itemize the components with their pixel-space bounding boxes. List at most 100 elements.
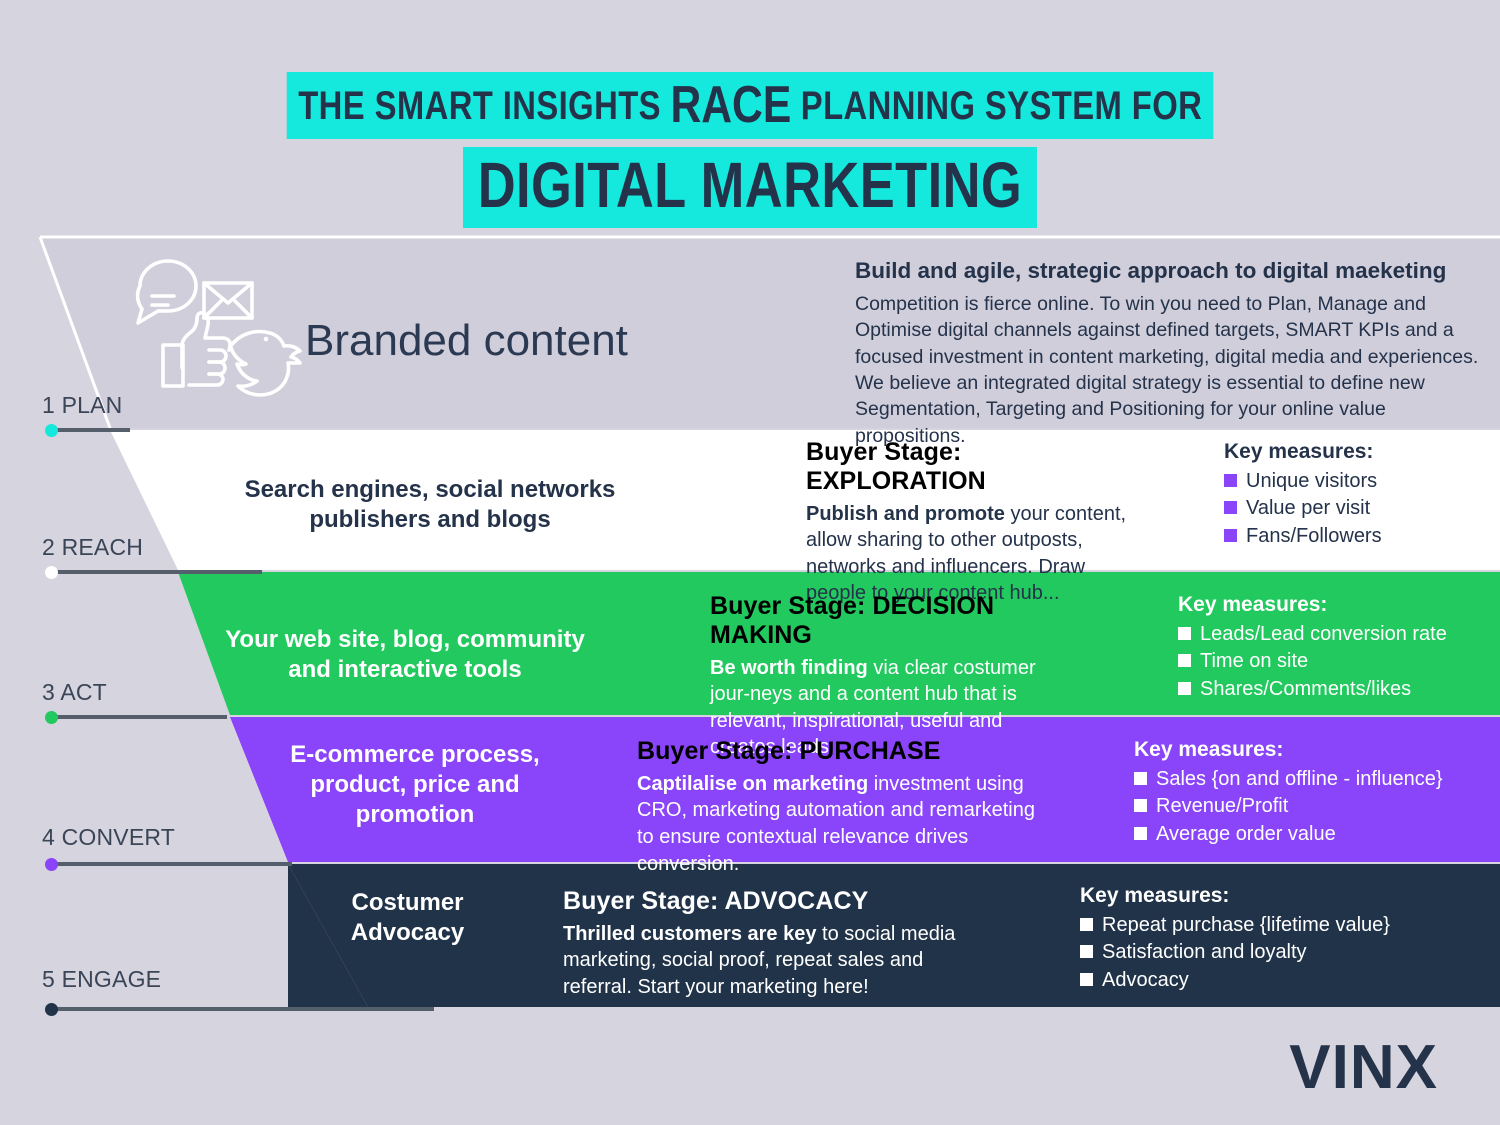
- reach-km-item-1: Value per visit: [1246, 497, 1371, 520]
- bullet-square-icon: [1178, 654, 1191, 668]
- act-km-item-2: Shares/Comments/likes: [1200, 677, 1412, 700]
- title-line-2: DIGITAL MARKETING: [463, 147, 1037, 228]
- reach-km-item-2: Fans/Followers: [1246, 524, 1382, 547]
- band-engage: [288, 864, 1500, 1007]
- list-item: Sales {on and offline - influence}: [1134, 766, 1443, 793]
- list-item: Value per visit: [1224, 495, 1382, 522]
- convert-left-head: E-commerce process, product, price and p…: [245, 740, 585, 831]
- bullet-square-icon: [1178, 627, 1191, 640]
- convert-km-item-2: Average order value: [1156, 822, 1336, 845]
- list-item: Time on site: [1178, 648, 1447, 675]
- axis-dot-plan: [45, 424, 58, 437]
- convert-body-rest: investment using CRO, marketing automati…: [637, 772, 1035, 875]
- act-km-item-0: Leads/Lead conversion rate: [1200, 623, 1447, 645]
- engage-stage-body: Thrilled customers are key to social med…: [563, 921, 983, 1001]
- convert-km-item-0: Sales {on and offline - influence}: [1156, 768, 1443, 790]
- convert-key-measures: Key measures: Sales {on and offline - in…: [1134, 738, 1443, 848]
- reach-km-list: Unique visitors Value per visit Fans/Fol…: [1224, 468, 1382, 550]
- axis-dot-engage: [45, 1003, 58, 1016]
- list-item: Average order value: [1134, 821, 1443, 848]
- bullet-square-icon: [1224, 501, 1237, 515]
- branded-content-icons: [135, 259, 302, 397]
- bullet-square-icon: [1178, 681, 1191, 695]
- title-line-1-pre: THE SMART INSIGHTS: [298, 84, 671, 128]
- reach-key-measures: Key measures: Unique visitors Value per …: [1224, 440, 1382, 550]
- axis-rule-engage: [52, 1007, 434, 1011]
- engage-body-rest: to social media marketing, social proof,…: [563, 922, 956, 998]
- branded-content-label: Branded content: [305, 316, 628, 365]
- act-left-head: Your web site, blog, community and inter…: [180, 625, 630, 685]
- list-item: Fans/Followers: [1224, 523, 1382, 550]
- bullet-square-icon: [1134, 799, 1147, 813]
- list-item: Satisfaction and loyalty: [1080, 939, 1390, 966]
- bullet-square-icon: [1080, 918, 1093, 931]
- list-item: Advocacy: [1080, 967, 1390, 994]
- list-item: Shares/Comments/likes: [1178, 676, 1447, 703]
- list-item: Leads/Lead conversion rate: [1178, 621, 1447, 648]
- act-body-bold: Be worth finding: [710, 656, 868, 679]
- band-convert: [230, 717, 1500, 862]
- axis-rule-reach: [52, 570, 262, 574]
- reach-stage-body: Publish and promote your content, allow …: [806, 501, 1136, 607]
- title-line-1: THE SMART INSIGHTS RACE PLANNING SYSTEM …: [286, 72, 1214, 139]
- band-act: [178, 572, 1500, 715]
- bullet-square-icon: [1224, 528, 1237, 542]
- band-reach: [110, 430, 1500, 570]
- title-line-1-post: PLANNING SYSTEM FOR: [791, 84, 1202, 128]
- axis-rule-plan: [52, 428, 130, 432]
- act-km-title: Key measures:: [1178, 593, 1328, 616]
- axis-label-reach: 2 REACH: [42, 534, 144, 560]
- reach-stage-block: Buyer Stage: EXPLORATION Publish and pro…: [806, 438, 1136, 607]
- axis-dot-reach: [45, 566, 58, 579]
- act-body-rest: via clear costumer jour-neys and a conte…: [710, 656, 1036, 759]
- engage-stage-block: Buyer Stage: ADVOCACY Thrilled customers…: [563, 887, 983, 1001]
- axis-rule-convert: [52, 862, 292, 866]
- title-race-word: RACE: [670, 76, 792, 134]
- bird-icon: [228, 329, 302, 397]
- reach-body-rest: your content, allow sharing to other out…: [806, 502, 1127, 605]
- convert-stage-body: Captilalise on marketing investment usin…: [637, 771, 1057, 877]
- engage-stage-title: Buyer Stage: ADVOCACY: [563, 887, 869, 915]
- reach-km-item-0: Unique visitors: [1246, 470, 1378, 492]
- bullet-square-icon: [1224, 474, 1237, 487]
- act-left-head-text: Your web site, blog, community and inter…: [225, 626, 585, 684]
- speech-bubble-icon: [135, 259, 198, 325]
- list-item: Revenue/Profit: [1134, 793, 1443, 820]
- bullet-square-icon: [1080, 972, 1093, 986]
- bullet-square-icon: [1134, 772, 1147, 785]
- engage-left-head: Costumer Advocacy: [300, 888, 515, 948]
- list-item: Unique visitors: [1224, 468, 1382, 495]
- reach-body-bold: Publish and promote: [806, 502, 1005, 525]
- band-engage-taper: [288, 864, 368, 1007]
- bullet-square-icon: [1134, 826, 1147, 840]
- bullet-square-icon: [1080, 945, 1093, 959]
- engage-km-item-2: Advocacy: [1102, 968, 1189, 991]
- act-stage-block: Buyer Stage: DECISION MAKING Be worth fi…: [710, 592, 1065, 761]
- convert-left-head-text: E-commerce process, product, price and p…: [290, 741, 540, 829]
- axis-dot-convert: [45, 858, 58, 871]
- engage-km-item-0: Repeat purchase {lifetime value}: [1102, 914, 1390, 936]
- band-plan-outline-left: [38, 236, 112, 429]
- envelope-icon: [202, 281, 254, 320]
- act-stage-body: Be worth finding via clear costumer jour…: [710, 655, 1065, 761]
- engage-km-list: Repeat purchase {lifetime value} Satisfa…: [1080, 912, 1390, 994]
- thumbs-up-icon: [161, 310, 232, 388]
- act-km-item-1: Time on site: [1200, 650, 1309, 673]
- axis-label-convert: 4 CONVERT: [42, 824, 176, 850]
- act-km-list: Leads/Lead conversion rate Time on site …: [1178, 621, 1447, 703]
- vinx-logo: VINX: [1289, 1033, 1438, 1102]
- reach-left-head: Search engines, social networks publishe…: [205, 475, 655, 535]
- reach-left-head-text: Search engines, social networks publishe…: [244, 476, 616, 534]
- plan-intro-block: Build and agile, strategic approach to d…: [855, 257, 1483, 449]
- convert-stage-title: Buyer Stage: PURCHASE: [637, 737, 941, 765]
- act-stage-title: Buyer Stage: DECISION MAKING: [710, 592, 995, 649]
- convert-body-bold: Captilalise on marketing: [637, 772, 869, 795]
- engage-key-measures: Key measures: Repeat purchase {lifetime …: [1080, 884, 1390, 994]
- engage-km-title: Key measures:: [1080, 884, 1230, 907]
- list-item: Repeat purchase {lifetime value}: [1080, 912, 1390, 939]
- title-block: THE SMART INSIGHTS RACE PLANNING SYSTEM …: [0, 72, 1500, 228]
- reach-km-title: Key measures:: [1224, 440, 1374, 463]
- convert-km-list: Sales {on and offline - influence} Reven…: [1134, 766, 1443, 848]
